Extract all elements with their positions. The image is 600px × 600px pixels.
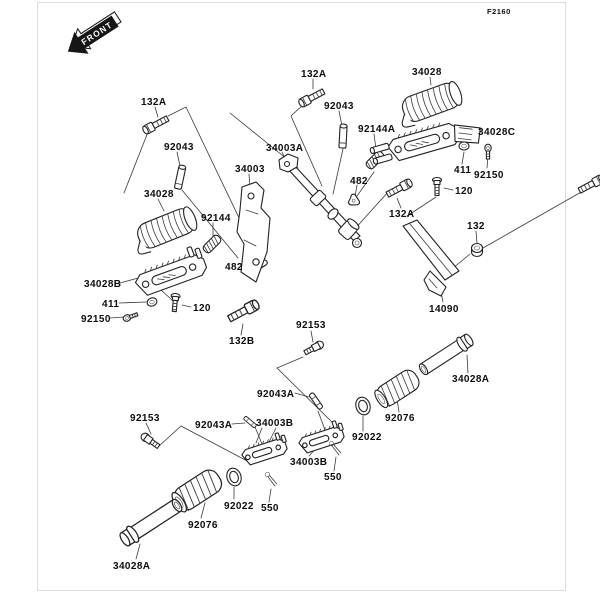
part-label-132a-left: 132A — [141, 97, 167, 108]
bolt-132a-right — [384, 177, 415, 200]
part-label-34028-right: 34028 — [412, 67, 442, 78]
part-label-92022-right: 92022 — [352, 432, 382, 443]
footrest-bar-assembly — [278, 153, 363, 249]
part-label-92022-left: 92022 — [224, 501, 254, 512]
part-label-92150-right: 92150 — [474, 170, 504, 181]
grip-92076-right — [371, 366, 423, 411]
bolt-132b — [226, 298, 262, 325]
bracket-34003 — [236, 181, 271, 283]
part-label-482-left: 482 — [225, 262, 243, 273]
part-label-92150-left: 92150 — [81, 314, 111, 325]
part-label-34028a-right: 34028A — [452, 374, 489, 385]
part-label-34003: 34003 — [235, 164, 265, 175]
part-label-132b: 132B — [229, 336, 255, 347]
clip-482-mid — [346, 192, 363, 209]
part-label-132: 132 — [467, 221, 485, 232]
part-label-92043-mid: 92043 — [324, 101, 354, 112]
bolt-120-right — [431, 176, 443, 197]
bolt-92150-right — [484, 143, 492, 160]
part-label-34003a: 34003A — [266, 143, 303, 154]
spring-92144 — [201, 233, 223, 255]
nut-132 — [470, 242, 484, 258]
part-label-92043a-mid: 92043A — [257, 389, 294, 400]
part-label-92076-right: 92076 — [385, 413, 415, 424]
part-label-34028c: 34028C — [478, 127, 515, 138]
stay-plate-14090 — [402, 219, 460, 297]
assembly-alignment-lines — [123, 103, 584, 464]
footpeg-34028b — [131, 246, 210, 299]
nut-411-right — [458, 141, 470, 151]
part-label-14090: 14090 — [429, 304, 459, 315]
part-label-132a-right: 132A — [389, 209, 415, 220]
bolt-92153-mid — [302, 339, 326, 357]
part-label-120-left: 120 — [193, 303, 211, 314]
part-label-92043a-left: 92043A — [195, 420, 232, 431]
bolt-120-left — [169, 292, 181, 313]
part-label-411-left: 411 — [102, 299, 119, 310]
part-label-34028b: 34028B — [84, 279, 121, 290]
part-label-550-right: 550 — [324, 472, 342, 483]
split-pin-550-left — [264, 471, 279, 487]
page-frame — [37, 2, 566, 591]
washer-411-left — [145, 295, 159, 309]
part-label-34003b-center: 34003B — [290, 457, 327, 468]
part-label-92153-mid: 92153 — [296, 320, 326, 331]
tube-34028a-right — [416, 331, 477, 379]
oring-92022-left — [224, 465, 244, 489]
footpeg-34028c — [369, 118, 481, 165]
bolt-132a-left — [140, 113, 171, 136]
footrest-rubber-34028-right — [393, 78, 467, 130]
bolt-right-edge — [576, 173, 600, 196]
oring-92022-right — [353, 394, 373, 418]
tube-34028a-left — [116, 495, 186, 550]
bolt-132a-mid — [296, 86, 327, 109]
part-label-92043-left: 92043 — [164, 142, 194, 153]
part-label-120-right: 120 — [455, 186, 473, 197]
part-label-550-left: 550 — [261, 503, 279, 514]
part-label-132a-mid: 132A — [301, 69, 327, 80]
part-labels: 132A 92043 34028 34003 92144 34028B 482 … — [81, 67, 515, 572]
bolt-92153-left — [138, 431, 162, 451]
part-label-92144: 92144 — [201, 213, 231, 224]
front-arrow-icon: FRONT — [67, 11, 122, 54]
part-label-34028a-left: 34028A — [113, 561, 150, 572]
part-label-34003b-left: 34003B — [256, 418, 293, 429]
bolt-92150-left — [121, 310, 139, 323]
figure-code: F2160 — [487, 7, 511, 16]
part-label-92153-left: 92153 — [130, 413, 160, 424]
pin-92043-mid — [338, 123, 348, 149]
part-label-482-mid: 482 — [350, 176, 368, 187]
pin-92043a-left — [242, 415, 258, 429]
part-label-34028-left: 34028 — [144, 189, 174, 200]
footpeg-34003b-center — [296, 420, 346, 455]
part-label-411-right: 411 — [454, 165, 471, 176]
part-label-92076-left: 92076 — [188, 520, 218, 531]
pin-92043-left — [173, 164, 187, 191]
footpeg-34003b-left — [239, 432, 289, 467]
part-label-92144a: 92144A — [358, 124, 395, 135]
